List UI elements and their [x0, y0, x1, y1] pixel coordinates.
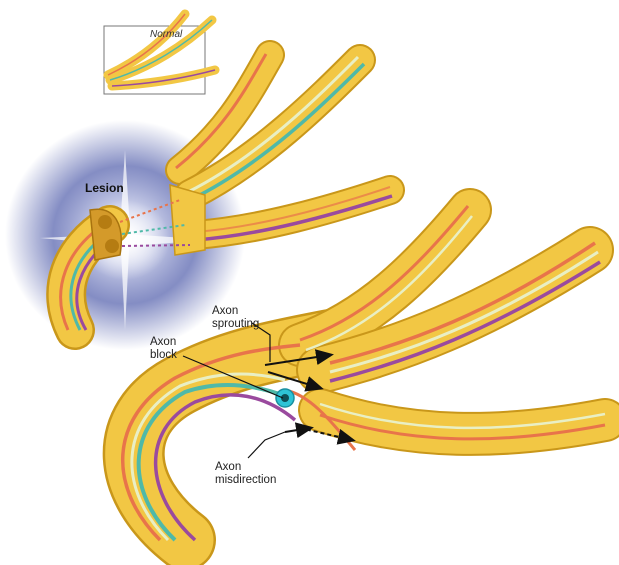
axon-block-label: Axon block: [150, 336, 179, 361]
normal-inset: Normal: [104, 14, 215, 94]
axon-misdirection-label: Axon misdirection: [215, 461, 276, 486]
normal-label: Normal: [150, 29, 183, 40]
misdirection-arrow: [285, 428, 310, 432]
axon-sprouting-label: Axon sprouting: [212, 305, 259, 330]
misdirection-leader-line: [248, 432, 285, 458]
lesion-label: Lesion: [85, 181, 124, 195]
